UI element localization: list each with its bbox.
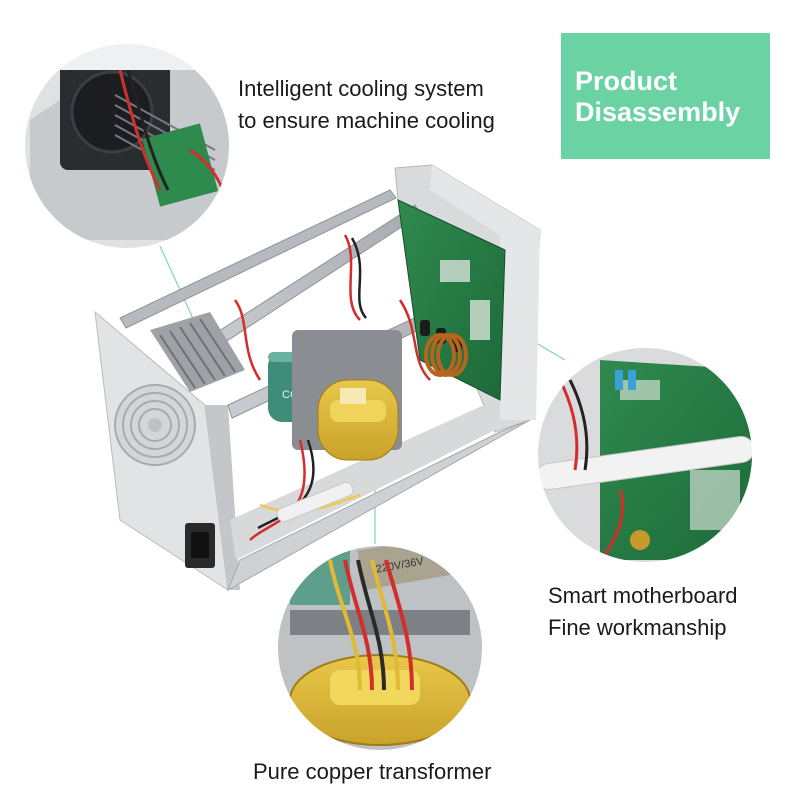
transformer-caption-line-1: Pure copper transformer bbox=[253, 759, 492, 784]
badge-line-2: Disassembly bbox=[575, 97, 741, 127]
fan-grill bbox=[114, 384, 196, 466]
inductor-coil bbox=[424, 333, 468, 377]
cooling-caption: Intelligent cooling system to ensure mac… bbox=[238, 73, 495, 137]
cooling-caption-line-2: to ensure machine cooling bbox=[238, 108, 495, 133]
cooling-caption-line-1: Intelligent cooling system bbox=[238, 76, 484, 101]
transformer-caption: Pure copper transformer bbox=[253, 756, 491, 788]
transformer-detail-view: 220V/36V bbox=[276, 544, 484, 752]
motherboard-caption-line-1: Smart motherboard bbox=[548, 583, 738, 608]
badge-line-1: Product bbox=[575, 66, 678, 96]
product-disassembly-badge: Product Disassembly bbox=[561, 33, 770, 159]
motherboard-caption-line-2: Fine workmanship bbox=[548, 615, 727, 640]
transformer bbox=[292, 330, 402, 461]
cooling-detail-view bbox=[23, 42, 231, 250]
heatsink bbox=[150, 312, 245, 392]
motherboard-detail-view bbox=[536, 346, 754, 564]
power-supply-chassis: CON bbox=[94, 164, 541, 592]
motherboard-caption: Smart motherboard Fine workmanship bbox=[548, 580, 738, 644]
